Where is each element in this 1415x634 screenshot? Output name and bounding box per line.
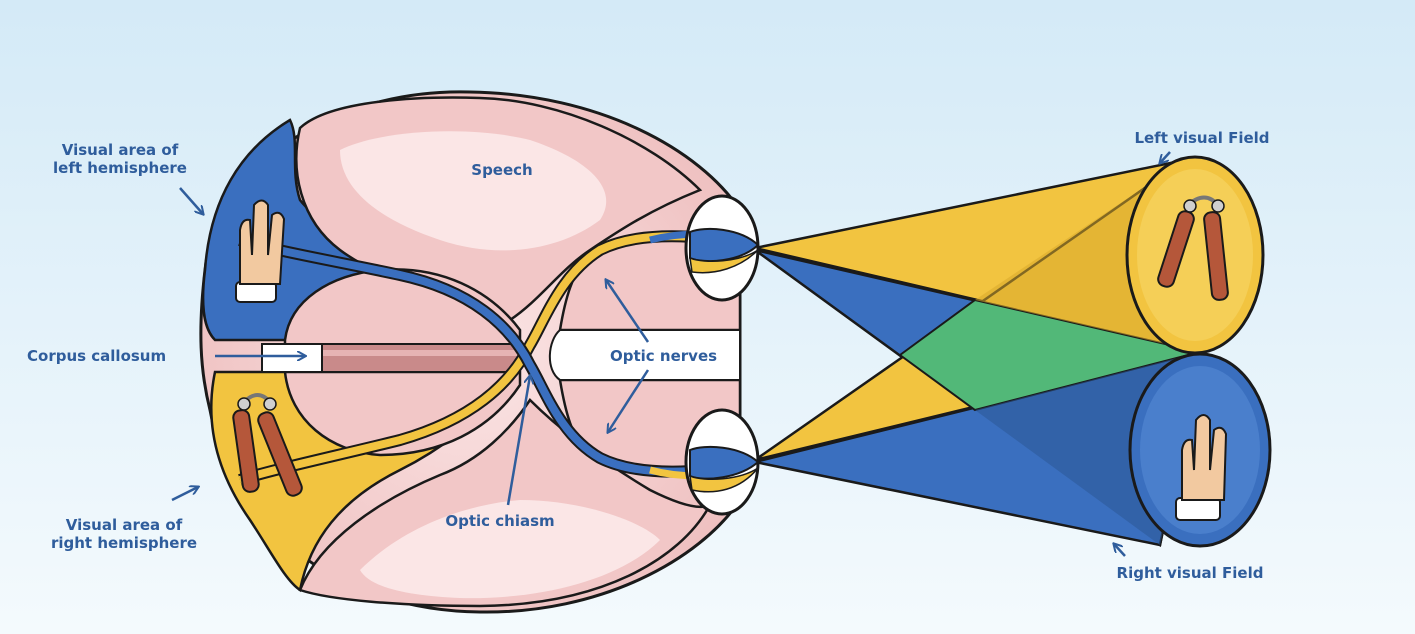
label-corpus-callosum: Corpus callosum [27,347,166,365]
label-visual-area-right-line1: Visual area of [66,516,183,534]
bottom-eye [686,410,758,514]
right-visual-field-disc [1130,354,1270,546]
label-optic-nerves: Optic nerves [610,347,717,365]
label-visual-area-left-line1: Visual area of [62,141,179,159]
label-visual-area-left-line2: left hemisphere [53,159,187,177]
corpus-callosum-cut [262,344,322,372]
label-right-visual-field: Right visual Field [1117,564,1264,582]
top-eye [686,196,758,300]
left-visual-field-disc [1127,157,1263,353]
label-speech: Speech [471,161,532,179]
label-visual-area-right-line2: right hemisphere [51,534,197,552]
label-optic-chiasm: Optic chiasm [445,512,554,530]
label-left-visual-field: Left visual Field [1134,129,1269,147]
